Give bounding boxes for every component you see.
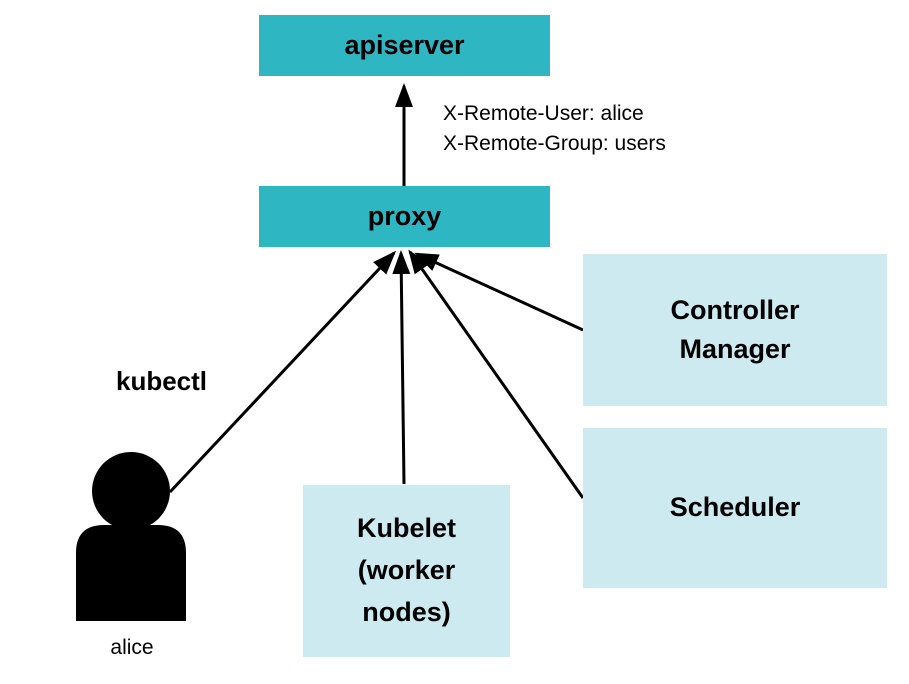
arrow-kubectl-to-proxy xyxy=(168,250,397,494)
person-name-label: alice xyxy=(110,636,154,659)
person-body xyxy=(76,525,186,621)
arrow-scheduler-to-proxy xyxy=(408,249,585,499)
node-kubelet: Kubelet (worker nodes) xyxy=(303,485,510,657)
person-icon xyxy=(76,452,186,621)
node-kubelet-label: Kubelet (worker nodes) xyxy=(356,513,456,627)
person-head xyxy=(92,452,170,530)
node-apiserver: apiserver xyxy=(259,15,550,76)
arrow-controller-manager-to-proxy xyxy=(414,252,584,332)
edge-annotation-remote-headers: X-Remote-User: alice X-Remote-Group: use… xyxy=(443,99,666,159)
node-proxy: proxy xyxy=(259,186,550,247)
node-scheduler: Scheduler xyxy=(583,428,887,588)
kubectl-label: kubectl xyxy=(116,366,208,396)
node-scheduler-label: Scheduler xyxy=(669,492,801,523)
arrow-kubelet-to-proxy xyxy=(392,250,411,485)
node-proxy-label: proxy xyxy=(367,200,442,231)
node-controller-manager-label: Controller Manager xyxy=(670,294,800,364)
remote-group-header: X-Remote-Group: users xyxy=(443,132,666,155)
remote-user-header: X-Remote-User: alice xyxy=(443,102,644,125)
node-apiserver-label: apiserver xyxy=(344,29,465,60)
node-controller-manager: Controller Manager xyxy=(583,254,887,406)
